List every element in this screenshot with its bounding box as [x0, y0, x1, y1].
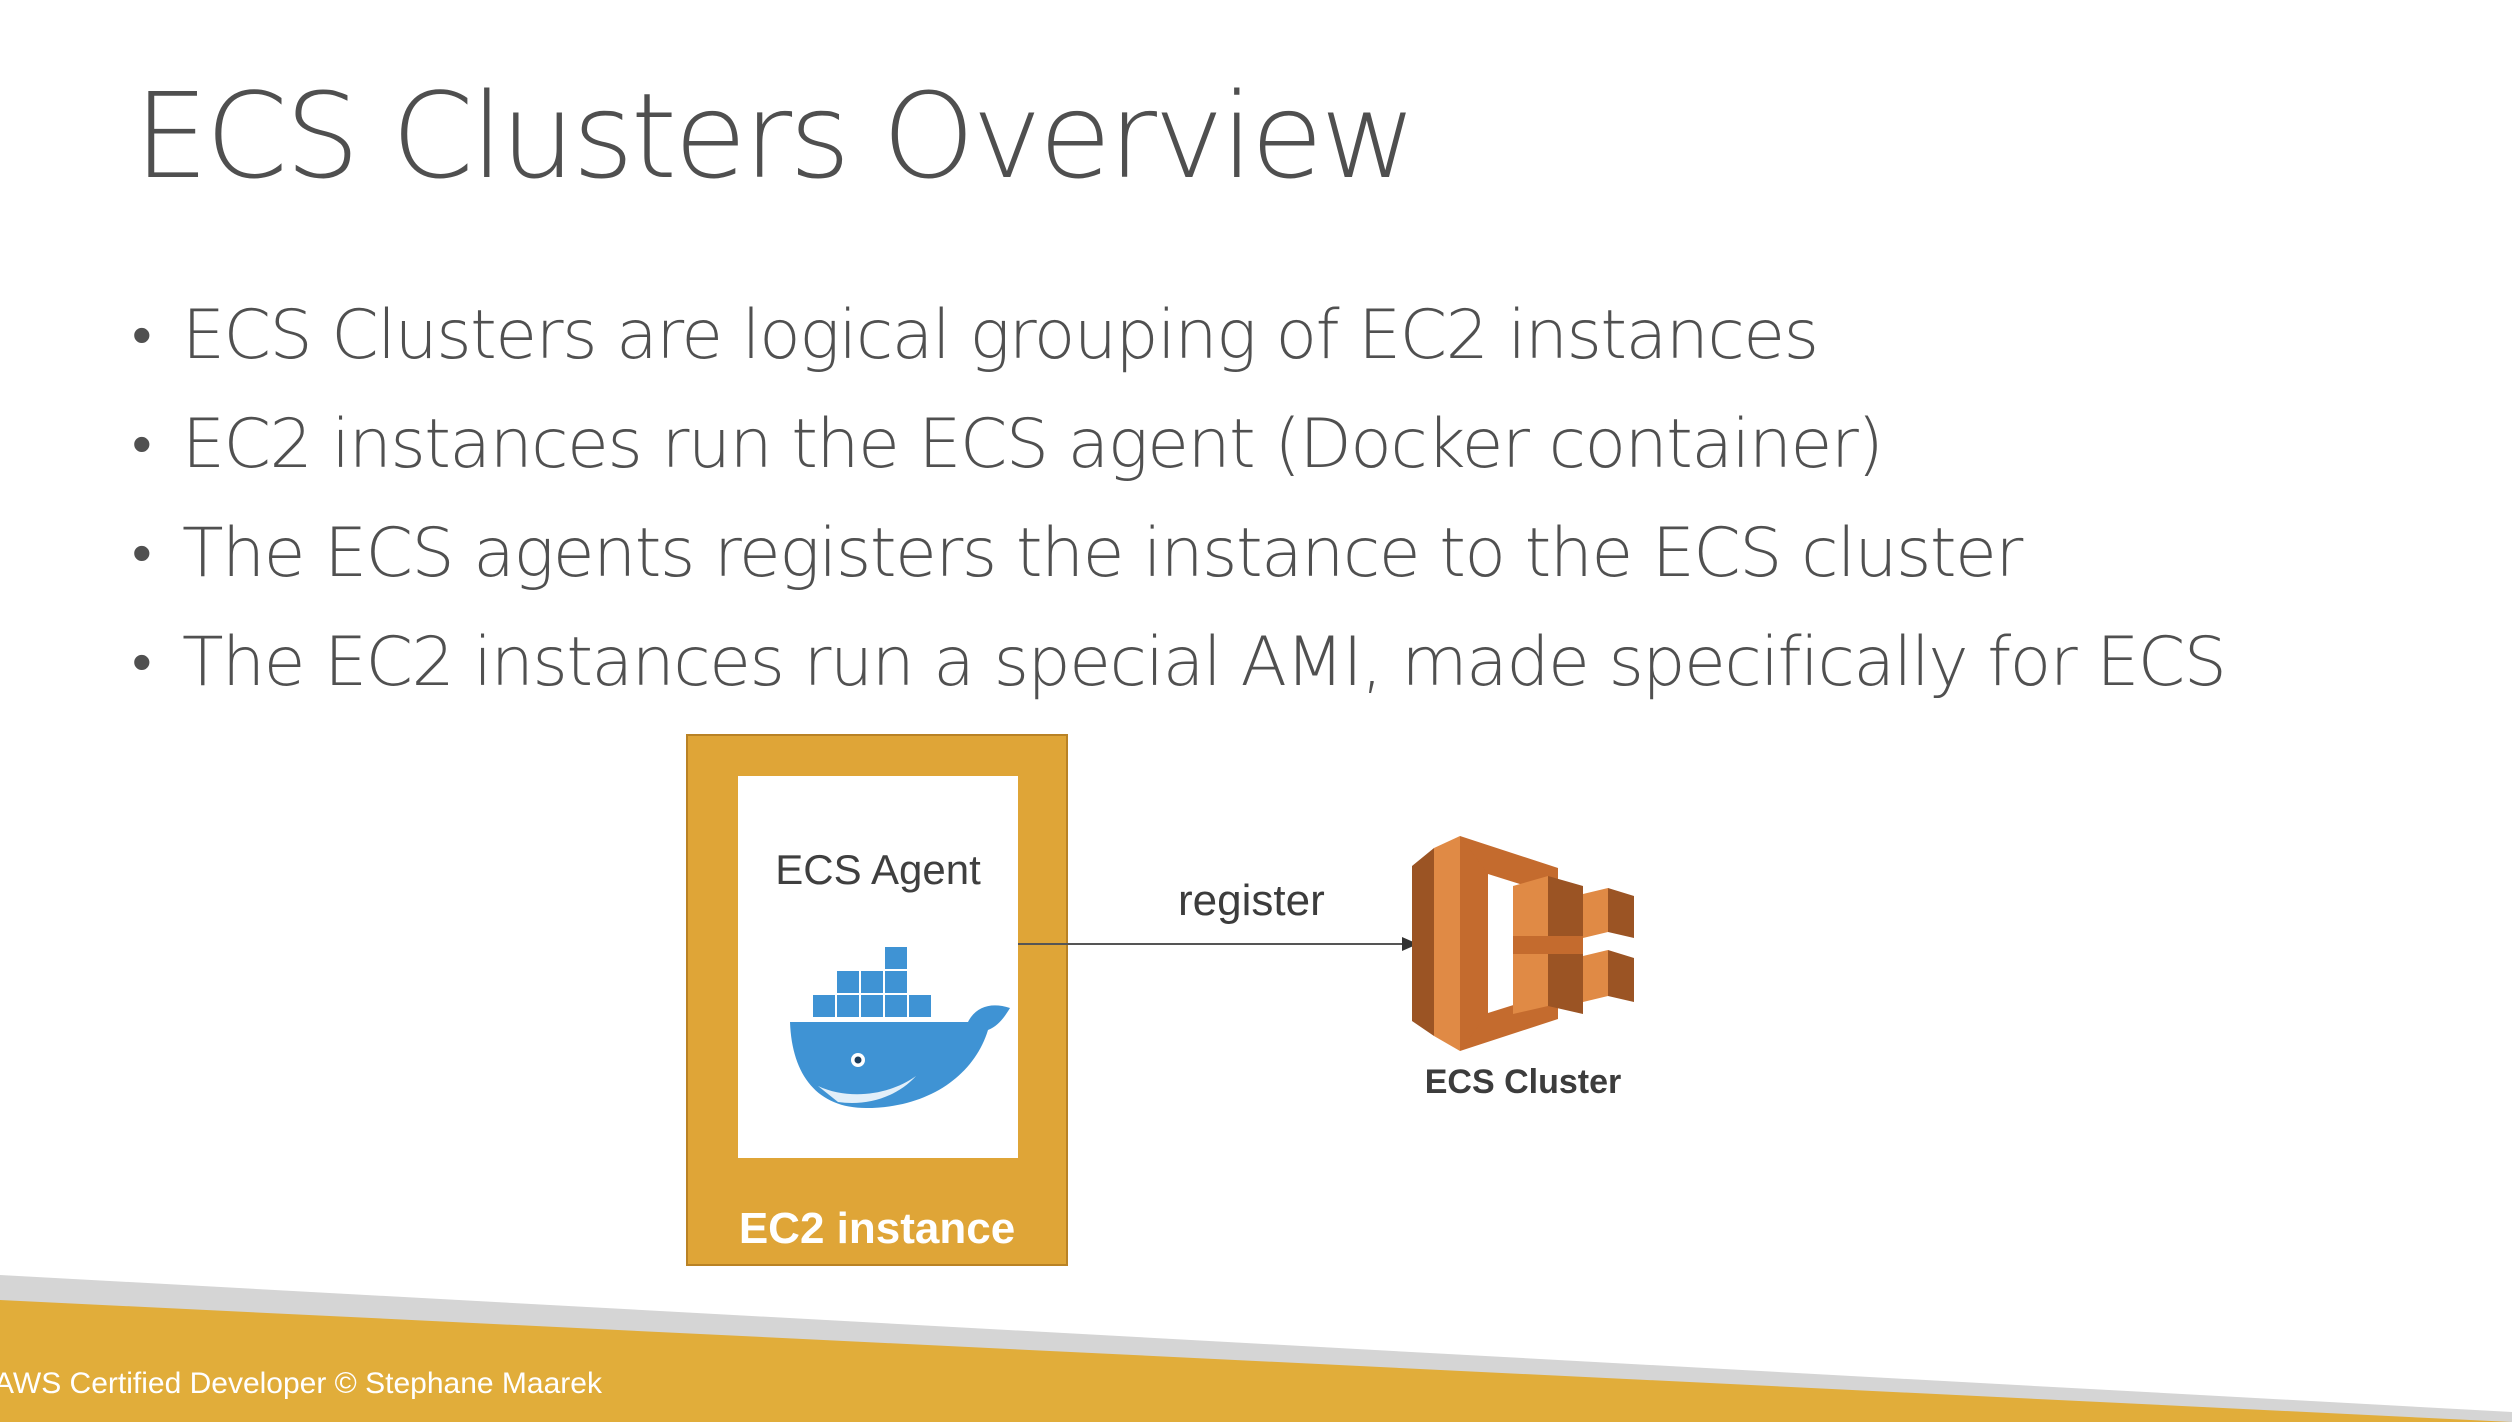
bullet-item: • ECS Clusters are logical grouping of EC… [132, 288, 2225, 397]
bullet-item: • The ECS agents registers the instance t… [132, 506, 2225, 615]
register-arrow [1018, 937, 1418, 951]
bullet-item: • The EC2 instances run a special AMI, ma… [132, 615, 2227, 724]
bullet-text: ECS Clusters are logical grouping of EC2… [182, 296, 1819, 375]
ec2-instance-box: ECS Agent [686, 734, 1068, 1266]
ecs-agent-panel: ECS Agent [738, 776, 1018, 1158]
bullet-dot: • [132, 630, 152, 695]
ecs-cluster-label: ECS Cluster [1424, 1063, 1622, 1101]
register-label: register [1178, 876, 1325, 925]
slide-title: ECS Clusters Overview [134, 67, 1417, 205]
ec2-instance-label: EC2 instance [738, 1204, 1016, 1253]
footer-band [0, 1275, 2512, 1422]
ecs-agent-label: ECS Agent [775, 846, 981, 893]
bullet-dot: • [132, 303, 152, 368]
bullet-item: • EC2 instances run the ECS agent (Docker… [132, 397, 2225, 506]
bullet-text: The EC2 instances run a special AMI, mad… [182, 623, 2227, 702]
bullet-dot: • [132, 521, 152, 586]
footer-copyright: AWS Certified Developer © Stephane Maare… [0, 1367, 602, 1400]
bullet-text: The ECS agents registers the instance to… [182, 514, 2023, 593]
bullet-list: • ECS Clusters are logical grouping of EC… [132, 288, 2227, 724]
docker-whale-icon [790, 945, 1010, 1108]
ecs-cluster-icon [1412, 836, 1634, 1051]
bullet-dot: • [132, 412, 152, 477]
bullet-text: EC2 instances run the ECS agent (Docker … [182, 405, 1884, 484]
